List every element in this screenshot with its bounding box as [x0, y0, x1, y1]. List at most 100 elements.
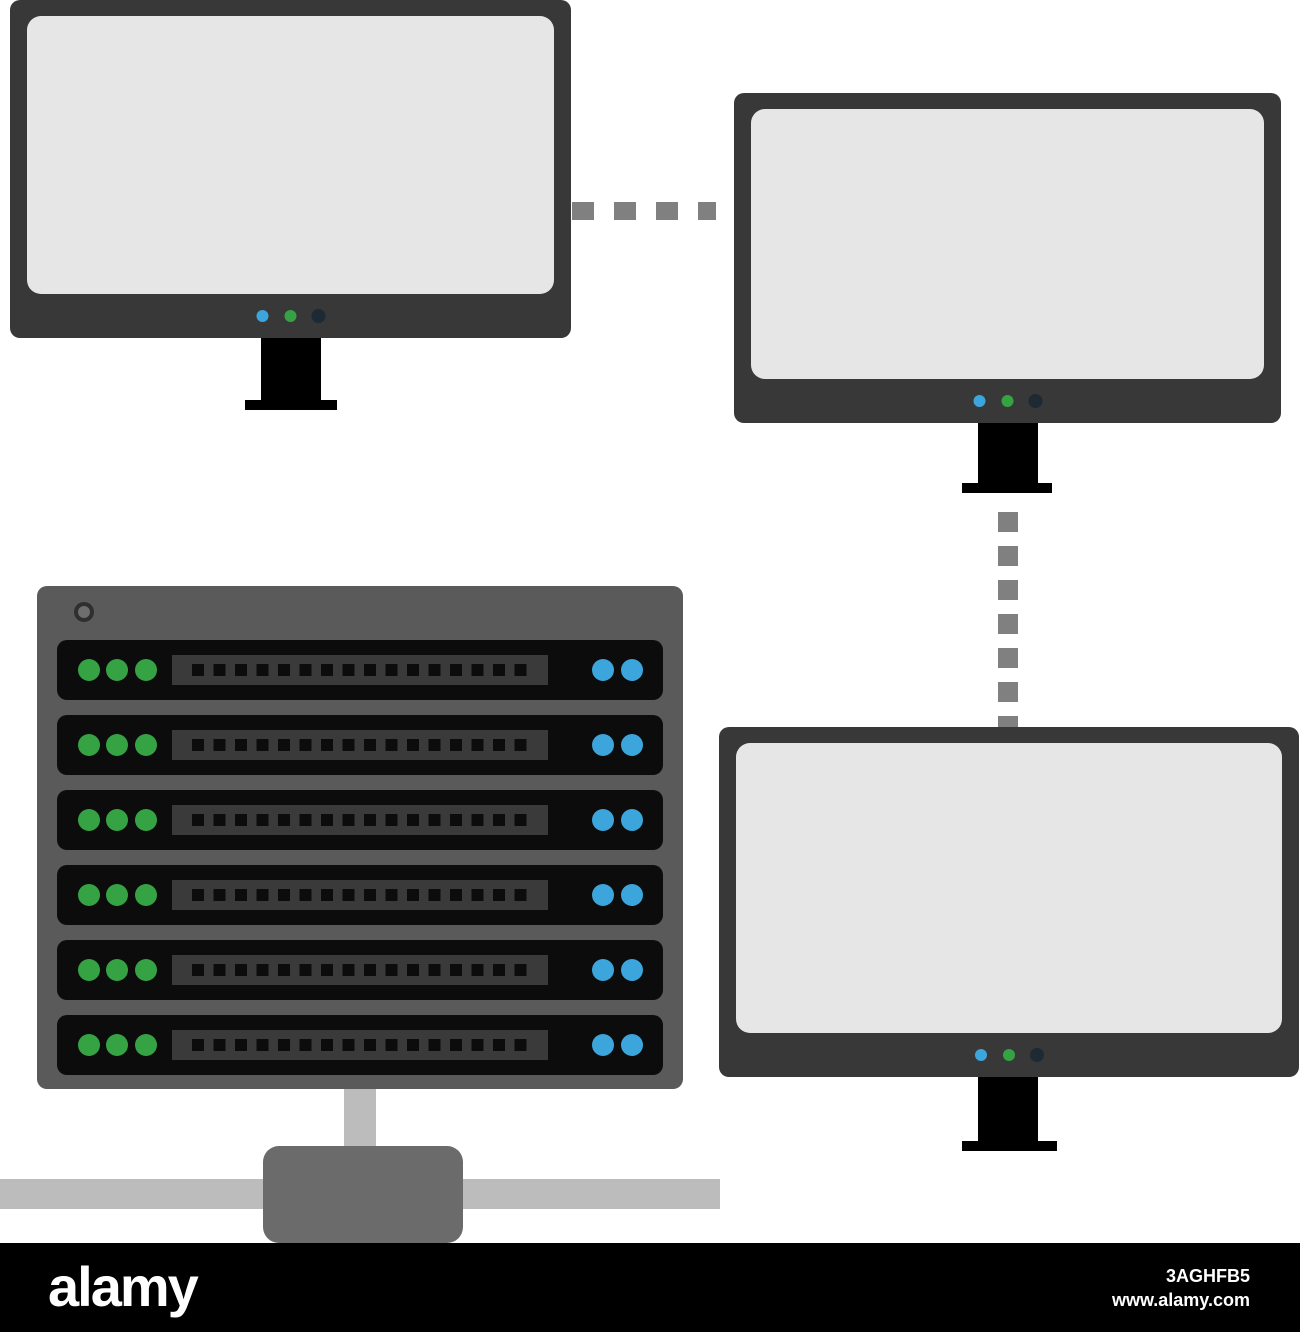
server-port-slot: [192, 664, 204, 676]
server-port-slot: [278, 739, 290, 751]
server-port-slot: [235, 814, 247, 826]
server-port-slot: [256, 814, 269, 826]
server-led-green-icon: [106, 659, 128, 681]
server-port-slot: [256, 964, 269, 976]
server-unit: [57, 790, 663, 850]
server-port-slot: [471, 664, 484, 676]
led-blue-icon: [256, 310, 269, 322]
monitor-base: [962, 483, 1052, 493]
server-port-slot: [493, 1039, 505, 1051]
site-url[interactable]: www.alamy.com: [1111, 1290, 1250, 1310]
server-port-slot: [321, 739, 333, 751]
server-port-slot: [428, 664, 441, 676]
led-blue-icon: [973, 395, 986, 407]
server-led-green-icon: [135, 959, 157, 981]
brand-logo[interactable]: alamy: [48, 1255, 199, 1318]
server-led-blue-icon: [621, 734, 643, 756]
server-unit: [57, 715, 663, 775]
server-port-slot: [385, 814, 398, 826]
server-port-slot: [407, 739, 419, 751]
server-port-slot: [321, 1039, 333, 1051]
rack-power-button-inner: [78, 606, 90, 618]
server-led-blue-icon: [592, 734, 614, 756]
network-hub-icon: [263, 1146, 463, 1243]
server-led-green-icon: [78, 884, 100, 906]
server-port-slot: [342, 739, 355, 751]
image-id: 3AGHFB5: [1165, 1266, 1250, 1286]
server-port-slot: [364, 964, 376, 976]
server-port-slot: [407, 814, 419, 826]
monitor-base: [245, 400, 337, 410]
server-led-green-icon: [106, 734, 128, 756]
server-port-slot: [450, 964, 462, 976]
server-port-slot: [514, 664, 527, 676]
server-port-slot: [278, 1039, 290, 1051]
monitor-screen: [736, 743, 1282, 1033]
server-port-slot: [428, 1039, 441, 1051]
server-port-slot: [428, 739, 441, 751]
server-port-slot: [213, 1039, 226, 1051]
server-port-slot: [321, 814, 333, 826]
server-port-slot: [278, 964, 290, 976]
server-port-slot: [213, 889, 226, 901]
server-led-blue-icon: [592, 959, 614, 981]
server-port-slot: [299, 664, 312, 676]
led-dark-icon: [1028, 394, 1043, 408]
server-port-slot: [235, 1039, 247, 1051]
server-led-blue-icon: [592, 809, 614, 831]
server-led-green-icon: [78, 959, 100, 981]
led-green-icon: [1001, 395, 1014, 407]
server-led-blue-icon: [592, 659, 614, 681]
server-port-slot: [471, 1039, 484, 1051]
server-port-slot: [342, 664, 355, 676]
server-led-blue-icon: [621, 884, 643, 906]
server-port-slot: [235, 664, 247, 676]
server-port-slot: [385, 739, 398, 751]
server-port-slot: [514, 964, 527, 976]
server-led-blue-icon: [592, 1034, 614, 1056]
server-led-green-icon: [106, 809, 128, 831]
led-green-icon: [284, 310, 297, 322]
server-port-slot: [471, 739, 484, 751]
server-port-slot: [256, 1039, 269, 1051]
network-diagram: [0, 0, 1299, 1243]
server-port-slot: [428, 814, 441, 826]
monitor-top-right: [734, 93, 1281, 493]
server-port-slot: [299, 814, 312, 826]
server-led-blue-icon: [621, 809, 643, 831]
server-port-slot: [493, 739, 505, 751]
server-port-panel: [172, 730, 548, 760]
server-port-panel: [172, 805, 548, 835]
monitor-stand: [261, 338, 321, 400]
server-port-slot: [278, 664, 290, 676]
server-port-slot: [364, 664, 376, 676]
server-port-slot: [364, 1039, 376, 1051]
server-unit: [57, 640, 663, 700]
server-port-slot: [342, 889, 355, 901]
server-port-panel: [172, 655, 548, 685]
server-rack-icon: [37, 586, 683, 1089]
server-led-blue-icon: [621, 959, 643, 981]
server-port-slot: [256, 889, 269, 901]
footer-bar: alamy 3AGHFB5 www.alamy.com: [0, 1243, 1300, 1332]
server-port-slot: [385, 1039, 398, 1051]
server-port-slot: [192, 814, 204, 826]
server-port-slot: [321, 964, 333, 976]
server-port-slot: [514, 739, 527, 751]
monitor-top-left: [10, 0, 571, 410]
server-port-slot: [342, 964, 355, 976]
server-unit: [57, 1015, 663, 1075]
monitor-screen: [751, 109, 1264, 379]
server-led-blue-icon: [621, 659, 643, 681]
server-port-slot: [428, 964, 441, 976]
server-port-slot: [407, 1039, 419, 1051]
server-port-slot: [213, 664, 226, 676]
server-led-green-icon: [78, 659, 100, 681]
server-port-slot: [514, 814, 527, 826]
server-unit: [57, 940, 663, 1000]
server-port-slot: [514, 1039, 527, 1051]
server-led-green-icon: [78, 809, 100, 831]
server-led-green-icon: [135, 734, 157, 756]
server-port-slot: [192, 1039, 204, 1051]
server-port-slot: [235, 889, 247, 901]
